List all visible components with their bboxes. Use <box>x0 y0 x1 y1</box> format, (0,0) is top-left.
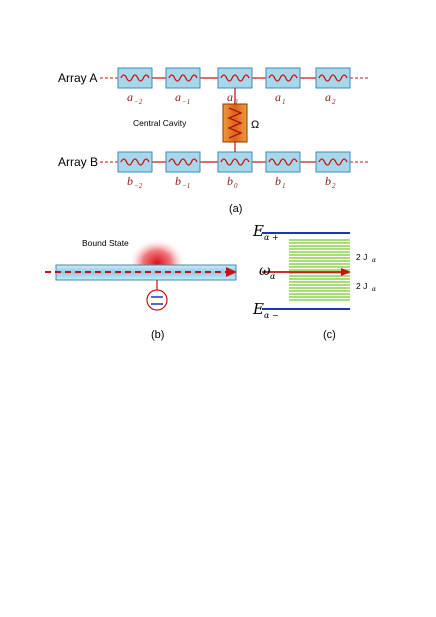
array-a-resonator <box>217 67 253 89</box>
array-b-site-subscript: 2 <box>332 182 336 190</box>
emitter-circle <box>146 289 168 311</box>
caption-c: (c) <box>323 329 336 341</box>
central-cavity <box>222 103 248 143</box>
omega-alpha-label: ω <box>259 263 271 279</box>
array-b-site-label: b <box>275 174 281 188</box>
propagation-arrow-head <box>226 267 237 277</box>
e-plus-sub: α + <box>264 233 279 242</box>
array-b-site-subscript: 1 <box>282 182 286 190</box>
array-a-site-subscript: −2 <box>134 98 143 106</box>
bound-state-label: Bound State <box>82 238 129 248</box>
array-b-resonator <box>165 151 201 173</box>
e-plus-label: E <box>252 222 264 240</box>
array-b-site-subscript: −2 <box>134 182 143 190</box>
array-a-site-subscript: −1 <box>182 98 190 106</box>
array-a-site-label: a <box>227 90 233 104</box>
array-b-site-label: b <box>127 174 133 188</box>
omega-alpha-sub: α <box>270 272 276 281</box>
caption-a: (a) <box>229 203 242 215</box>
array-b-site-label: b <box>175 174 181 188</box>
array-a-site-label: a <box>175 90 181 104</box>
caption-b: (b) <box>151 329 164 341</box>
central-cavity-label: Central Cavity <box>133 118 187 128</box>
coupling-bottom-sub: α <box>372 286 376 293</box>
array-a-site-label: a <box>275 90 281 104</box>
panel-c: E α + E α − ω α 2 J α 2 J α (c) <box>252 222 376 341</box>
panel-b: Bound State (b) <box>45 234 237 341</box>
array-b-site-subscript: 0 <box>234 182 238 190</box>
array-b-resonators <box>117 151 351 173</box>
array-b-site-label: b <box>325 174 331 188</box>
array-b-resonator <box>265 151 301 173</box>
coupling-top-sub: α <box>372 257 376 264</box>
array-a-resonators <box>117 67 351 89</box>
panel-a: Array A Array B <box>58 67 370 215</box>
e-minus-sub: α − <box>264 311 279 320</box>
energy-band <box>289 239 350 301</box>
array-a-site-label: a <box>325 90 331 104</box>
array-a-label: Array A <box>58 71 97 85</box>
array-a-resonator <box>265 67 301 89</box>
array-b-resonator <box>117 151 153 173</box>
array-a-site-subscript: 2 <box>332 98 336 106</box>
array-a-resonator <box>165 67 201 89</box>
array-a-resonator <box>315 67 351 89</box>
e-minus-label: E <box>252 300 264 318</box>
array-a-resonator <box>117 67 153 89</box>
coupling-bottom-label: 2 J <box>356 281 367 291</box>
array-b-resonator <box>315 151 351 173</box>
coupling-top-label: 2 J <box>356 252 367 262</box>
array-b-resonator <box>217 151 253 173</box>
array-b-site-subscript: −1 <box>182 182 190 190</box>
array-a-site-label: a <box>127 90 133 104</box>
array-a-site-subscript: 1 <box>282 98 286 106</box>
emitter-frequency-arrow <box>341 268 351 276</box>
omega-label: Ω <box>251 119 259 131</box>
array-a-site-subscript: 0 <box>234 98 238 106</box>
array-b-site-label: b <box>227 174 233 188</box>
array-b-label: Array B <box>58 155 98 169</box>
